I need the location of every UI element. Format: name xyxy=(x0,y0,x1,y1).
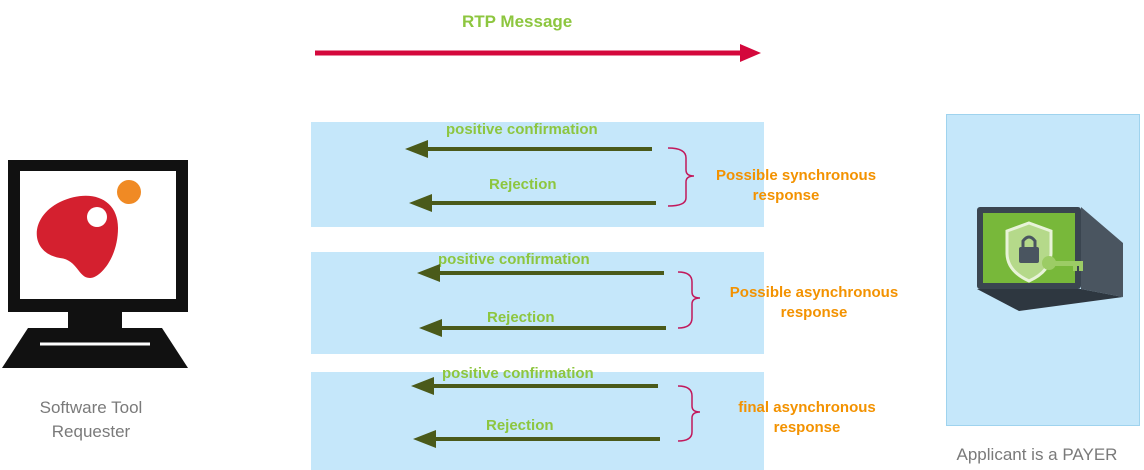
rtp-message-label: RTP Message xyxy=(462,12,573,31)
positive-arrow-head-3 xyxy=(411,377,434,395)
rejection-arrow-head-2 xyxy=(419,319,442,337)
positive-confirmation-label-3: positive confirmation xyxy=(442,365,594,382)
positive-arrow-head-1 xyxy=(405,140,428,158)
secure-laptop-icon xyxy=(977,207,1123,311)
rejection-arrow-head-3 xyxy=(413,430,436,448)
response-type-label-2: Possible asynchronous response xyxy=(729,284,899,321)
response-type-label-3: final asynchronous response xyxy=(738,399,876,436)
positive-confirmation-label-1: positive confirmation xyxy=(446,121,598,138)
response-band-2 xyxy=(311,252,764,354)
payer-caption: Applicant is a PAYER xyxy=(956,445,1118,464)
requester-computer xyxy=(0,158,190,370)
positive-arrow-head-2 xyxy=(417,264,440,282)
requester-caption-line1: Software Tool xyxy=(39,398,143,417)
rejection-label-1: Rejection xyxy=(489,176,557,193)
payer-panel xyxy=(946,114,1140,426)
brace-3 xyxy=(677,385,701,442)
requester-caption-line2: Requester xyxy=(51,422,131,441)
rejection-label-3: Rejection xyxy=(486,417,554,434)
brace-1 xyxy=(667,147,695,207)
brace-2 xyxy=(677,271,701,329)
positive-confirmation-label-2: positive confirmation xyxy=(438,251,590,268)
response-type-label-1: Possible synchronous response xyxy=(716,167,877,204)
computer-monitor-icon xyxy=(2,160,188,368)
rejection-label-2: Rejection xyxy=(487,309,555,326)
rejection-arrow-head-1 xyxy=(409,194,432,212)
